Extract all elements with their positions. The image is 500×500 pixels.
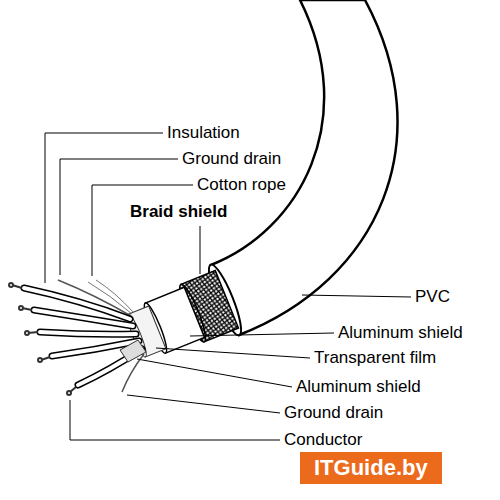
part-label: Braid shield [130, 202, 227, 222]
conductor-tip [19, 306, 23, 310]
leader-line [127, 395, 280, 413]
wire-fill [34, 310, 133, 326]
part-label: Conductor [284, 430, 362, 450]
part-label: Aluminum shield [338, 323, 463, 343]
conductor-tip [38, 358, 42, 362]
leader-line [137, 359, 292, 387]
part-label: PVC [415, 287, 450, 307]
leader-line [190, 333, 334, 336]
part-label: Insulation [167, 123, 240, 143]
leader-line [156, 348, 310, 358]
leader-line [302, 295, 411, 297]
wires [24, 288, 142, 385]
part-label: Cotton rope [197, 175, 286, 195]
leader-line [70, 400, 280, 440]
conductor-tip [9, 283, 13, 287]
conductors [9, 283, 76, 395]
part-label: Aluminum shield [296, 377, 421, 397]
pair-foil [120, 340, 146, 362]
wire-fill [40, 332, 136, 334]
wire-outline [34, 310, 133, 326]
part-label: Ground drain [284, 403, 383, 423]
conductor-tip [25, 331, 29, 335]
conductor-tip [67, 391, 71, 395]
cable-end [119, 262, 247, 373]
wire-outline [40, 332, 136, 334]
watermark: ITGuide.by [300, 452, 442, 484]
part-label: Ground drain [182, 149, 281, 169]
leader-line [200, 226, 201, 274]
leader-line [92, 185, 193, 276]
part-label: Transparent film [314, 348, 436, 368]
